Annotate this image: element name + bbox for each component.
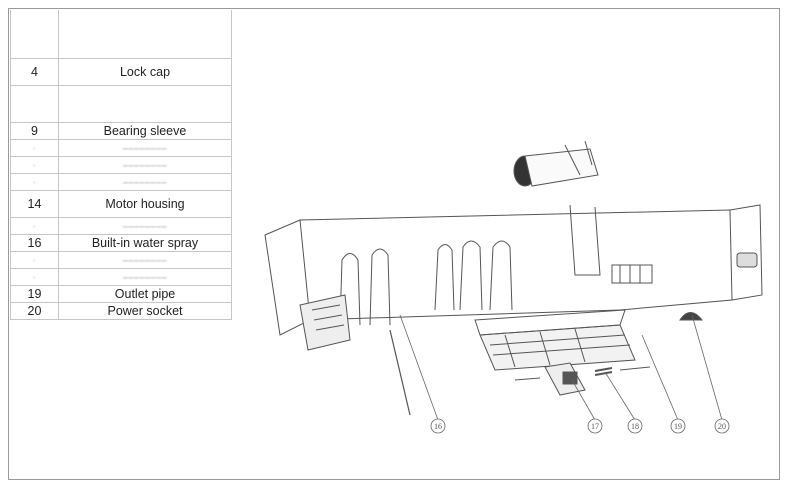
part-number [10,34,59,46]
part-number [10,85,59,98]
parts-row: ·–––––––– [10,156,232,174]
callout-label: 18 [631,422,639,431]
part-name: Outlet pipe [58,285,232,303]
parts-row [10,34,232,46]
callout-label: 19 [674,422,682,431]
part-number [10,110,59,123]
part-number: 14 [10,190,59,218]
part-number: 9 [10,122,59,140]
exploded-view-drawing: 16 17 18 19 20 [264,140,763,434]
parts-row: ·–––––––– [10,173,232,191]
part-name: Motor housing [58,190,232,218]
part-name: Built-in water spray [58,234,232,252]
part-name [58,10,232,22]
machine-body [264,140,763,416]
parts-row [10,98,232,110]
part-number: 4 [10,58,59,86]
parts-row [10,10,232,22]
part-name: –––––––– [58,268,232,286]
part-number: · [10,268,59,286]
part-number [10,46,59,59]
part-number [10,98,59,110]
part-number: 19 [10,285,59,303]
part-name: –––––––– [58,156,232,174]
part-name: –––––––– [58,217,232,235]
leader-lines [399,314,723,421]
callout-label: 17 [591,422,599,431]
part-number [10,22,59,34]
parts-row: ·–––––––– [10,268,232,286]
part-name: –––––––– [58,173,232,191]
part-name: Power socket [58,302,232,320]
callout-circle [627,418,643,434]
part-name: Lock cap [58,58,232,86]
part-number: · [10,173,59,191]
part-name [58,110,232,123]
parts-row: ·–––––––– [10,251,232,269]
part-number: · [10,156,59,174]
parts-row: ·–––––––– [10,217,232,235]
parts-row [10,85,232,98]
part-number: · [10,217,59,235]
part-number: 20 [10,302,59,320]
parts-row [10,46,232,59]
part-name [58,85,232,98]
callout-circle [670,418,686,434]
callout-circle [714,418,730,434]
part-name [58,34,232,46]
callout-markers: 16 17 18 19 20 [430,418,730,434]
part-number: 16 [10,234,59,252]
part-name: –––––––– [58,139,232,157]
part-name [58,46,232,59]
parts-row [10,110,232,123]
part-name: Bearing sleeve [58,122,232,140]
callout-circle [587,418,603,434]
callout-label: 20 [718,422,726,431]
part-name [58,98,232,110]
part-name [58,22,232,34]
part-number: · [10,139,59,157]
part-number: · [10,251,59,269]
part-name: –––––––– [58,251,232,269]
parts-row [10,22,232,34]
callout-label: 16 [434,422,442,431]
parts-row: ·–––––––– [10,139,232,157]
callout-circle [430,418,446,434]
part-number [10,10,59,22]
